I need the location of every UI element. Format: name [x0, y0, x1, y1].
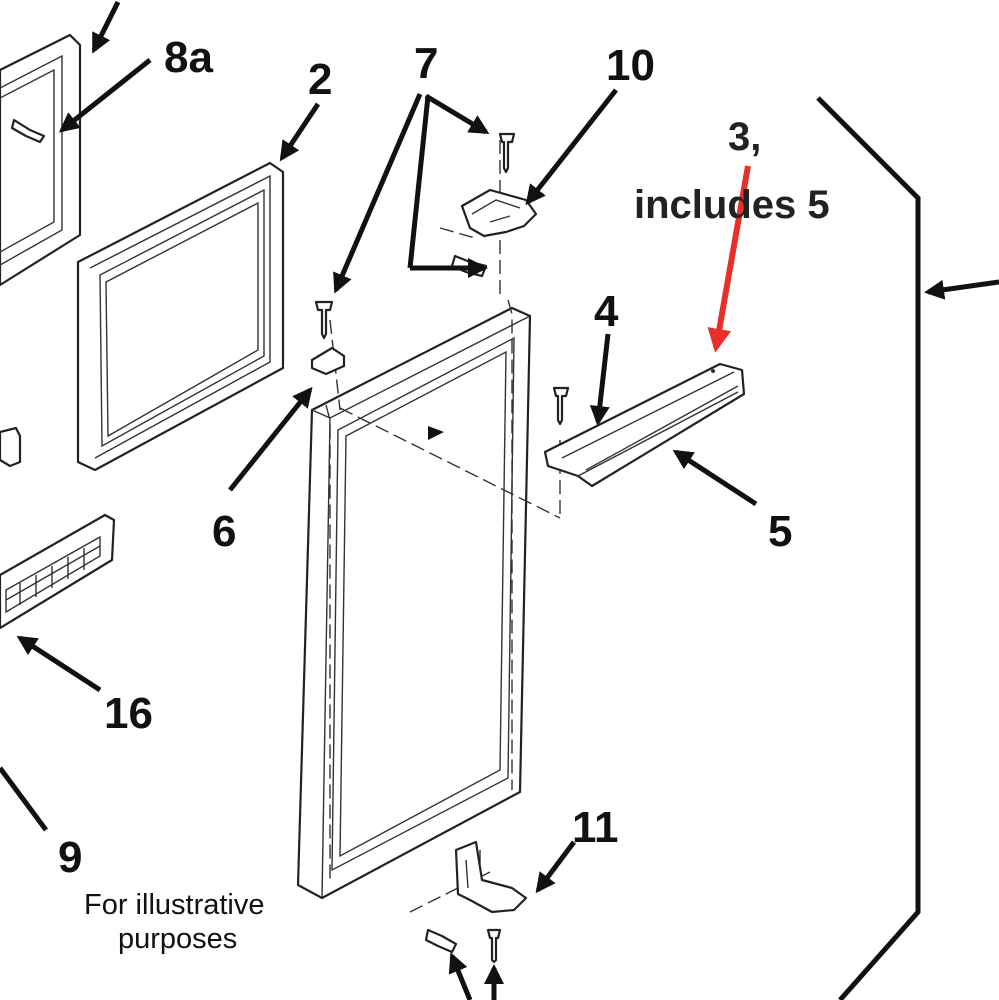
callout-9: 9 [58, 833, 82, 882]
part-8a-frame [0, 33, 82, 287]
callout-2: 2 [308, 55, 332, 104]
callout-5: 5 [768, 507, 792, 556]
illustrative-note-line1: For illustrative [84, 889, 265, 921]
callout-16: 16 [104, 689, 153, 738]
part-6-hinge-cap [310, 346, 346, 376]
part-10-upper-hinge [460, 188, 538, 238]
callout-7: 7 [414, 39, 438, 88]
illustrative-note-line2: purposes [118, 923, 237, 955]
callout-10: 10 [606, 41, 655, 90]
left-bracket [0, 426, 22, 468]
callout-3: 3, [728, 115, 761, 159]
housing-outline [816, 96, 921, 1000]
callout-11: 11 [572, 803, 619, 852]
highlight-arrow [707, 165, 751, 353]
part-2-gasket-frame [76, 161, 285, 472]
callout-8a: 8a [164, 33, 213, 82]
callout-3-includes: includes 5 [634, 183, 830, 227]
screw-8a [10, 118, 46, 144]
part-3-handle-assembly [543, 362, 746, 488]
callout-6: 6 [212, 507, 236, 556]
part-11-lower-hinge [424, 840, 528, 964]
door-frame [296, 299, 532, 900]
part-16-grille [0, 513, 116, 630]
callout-4: 4 [594, 287, 619, 336]
